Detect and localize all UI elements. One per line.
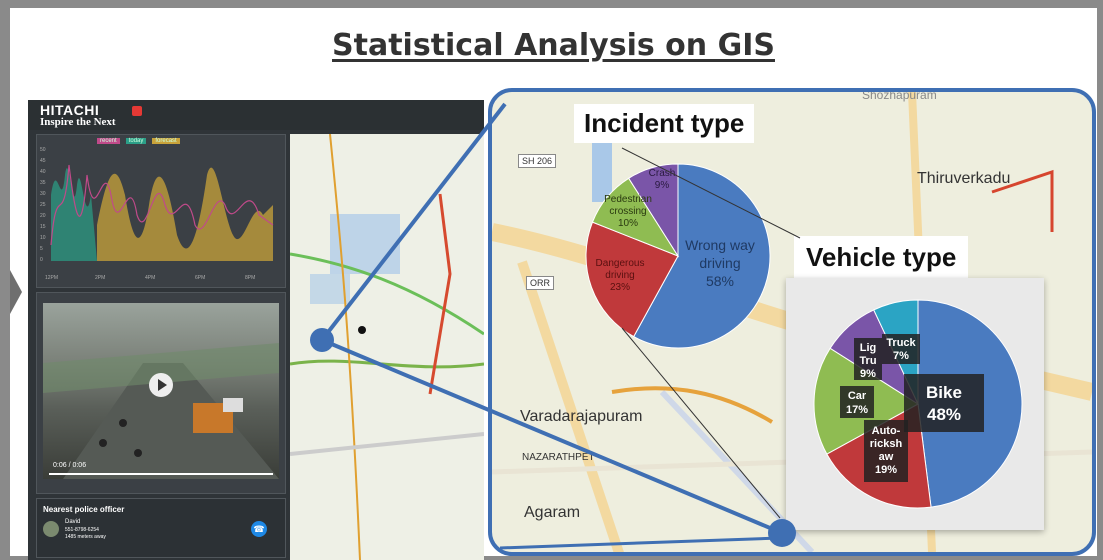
officer-distance: 1485 meters away (65, 534, 106, 540)
traffic-video[interactable]: 0:06 / 0:06 (43, 303, 279, 479)
x-tick: 4PM (145, 275, 155, 281)
notification-icon[interactable] (132, 106, 142, 116)
map-roads (290, 134, 484, 560)
vehicle-pct-car: 17% (846, 404, 868, 416)
vehicle-label-light-1: Lig (860, 342, 877, 354)
vehicle-label-car: Car (848, 390, 867, 402)
incident-pie: Wrong way driving 58% Dangerous driving … (585, 163, 771, 349)
y-tick: 25 (40, 202, 46, 208)
road-sh206: SH 206 (518, 154, 557, 168)
brand-tagline: Inspire the Next (40, 116, 116, 128)
place-nazarathpet: NAZARATHPET (522, 452, 595, 463)
brand-logo: HITACHI (40, 102, 100, 118)
vehicle-label-auto-2: ricksh (870, 438, 903, 450)
left-arrow-icon[interactable] (10, 270, 22, 314)
incident-pct-wrongway: 58% (706, 273, 734, 289)
x-tick: 12PM (45, 275, 58, 281)
incident-label-dangerous-1: Dangerous (596, 258, 645, 269)
vehicle-label-light-2: Tru (859, 355, 876, 367)
y-tick: 50 (40, 147, 46, 153)
slide-title: Statistical Analysis on GIS (332, 28, 775, 63)
y-tick: 30 (40, 191, 46, 197)
vehicle-label-auto-1: Auto- (872, 425, 901, 437)
x-tick: 6PM (195, 275, 205, 281)
vehicle-chart-card: Bike 48% Auto- ricksh aw 19% Car 17% Lig… (786, 278, 1044, 530)
y-tick: 0 (40, 257, 43, 263)
chart-legend: recent today forecast (97, 138, 180, 144)
video-progress[interactable] (49, 473, 273, 475)
vehicle-pct-auto: 19% (875, 464, 897, 476)
y-tick: 10 (40, 235, 46, 241)
vehicle-pct-light: 9% (860, 368, 876, 380)
incident-label-pedestrian-1: Pedestrian (604, 194, 652, 205)
y-tick: 40 (40, 169, 46, 175)
officer-heading: Nearest police officer (43, 505, 125, 514)
video-panel: 0:06 / 0:06 (36, 292, 286, 494)
officer-card: Nearest police officer David 551-8798-62… (36, 498, 286, 558)
video-time: 0:06 / 0:06 (53, 462, 87, 469)
slide: Statistical Analysis on GIS HITACHI Insp… (10, 8, 1097, 560)
y-tick: 35 (40, 180, 46, 186)
x-tick: 8PM (245, 275, 255, 281)
vehicle-label-truck: Truck (886, 337, 916, 349)
x-tick: 2PM (95, 275, 105, 281)
place-thiruverkadu: Thiruverkadu (917, 170, 1011, 187)
place-agaram: Agaram (524, 504, 581, 521)
y-tick: 20 (40, 213, 46, 219)
incident-label-dangerous-2: driving (605, 270, 634, 281)
road-orr: ORR (526, 276, 554, 290)
incident-pct-crash: 9% (655, 180, 670, 191)
dashboard-panel: HITACHI Inspire the Next recent today fo… (28, 100, 484, 560)
incident-pct-dangerous: 23% (610, 282, 630, 293)
place-shozhapuram: Shozhapuram (862, 88, 937, 102)
legend-today: today (125, 138, 147, 144)
vehicle-label-bike: Bike (926, 383, 962, 402)
vehicle-type-label: Vehicle type (794, 236, 969, 279)
vehicle-pie: Bike 48% Auto- ricksh aw 19% Car 17% Lig… (813, 299, 1023, 509)
chart-canvas: 50 45 40 35 30 25 20 15 10 5 0 12PM 2PM … (40, 147, 274, 281)
series-today (51, 168, 97, 261)
vehicle-label-auto-3: aw (879, 451, 894, 463)
officer-phone: 551-8798-6254 (65, 527, 99, 533)
y-tick: 5 (40, 246, 43, 252)
vehicle-pct-bike: 48% (927, 405, 961, 424)
play-icon[interactable] (149, 373, 173, 397)
incident-label-pedestrian-2: crossing (609, 206, 646, 217)
officer-name: David (65, 519, 81, 525)
incident-pct-pedestrian: 10% (618, 218, 638, 229)
call-icon[interactable]: ☎ (251, 521, 267, 537)
incident-label-wrongway-1: Wrong way (685, 237, 755, 253)
series-forecast (97, 167, 273, 261)
traffic-chart: recent today forecast 50 45 40 35 30 25 … (36, 134, 286, 288)
legend-forecast: forecast (152, 138, 180, 144)
y-tick: 45 (40, 158, 46, 164)
y-tick: 15 (40, 224, 46, 230)
incident-label-crash: Crash (649, 168, 676, 179)
incident-type-label: Incident type (574, 104, 755, 143)
vehicle-pct-truck: 7% (893, 350, 909, 362)
gis-map[interactable]: Shozhapuram Thiruverkadu Varadarajapuram… (488, 88, 1096, 556)
series-recent (50, 164, 274, 246)
legend-recent: recent (97, 138, 120, 144)
place-varadarajapuram: Varadarajapuram (520, 408, 643, 425)
incident-label-wrongway-2: driving (699, 255, 740, 271)
officer-avatar (43, 521, 59, 537)
dashboard-map[interactable] (290, 134, 484, 560)
dashboard-header: HITACHI Inspire the Next (28, 100, 484, 130)
video-frame (43, 343, 279, 479)
